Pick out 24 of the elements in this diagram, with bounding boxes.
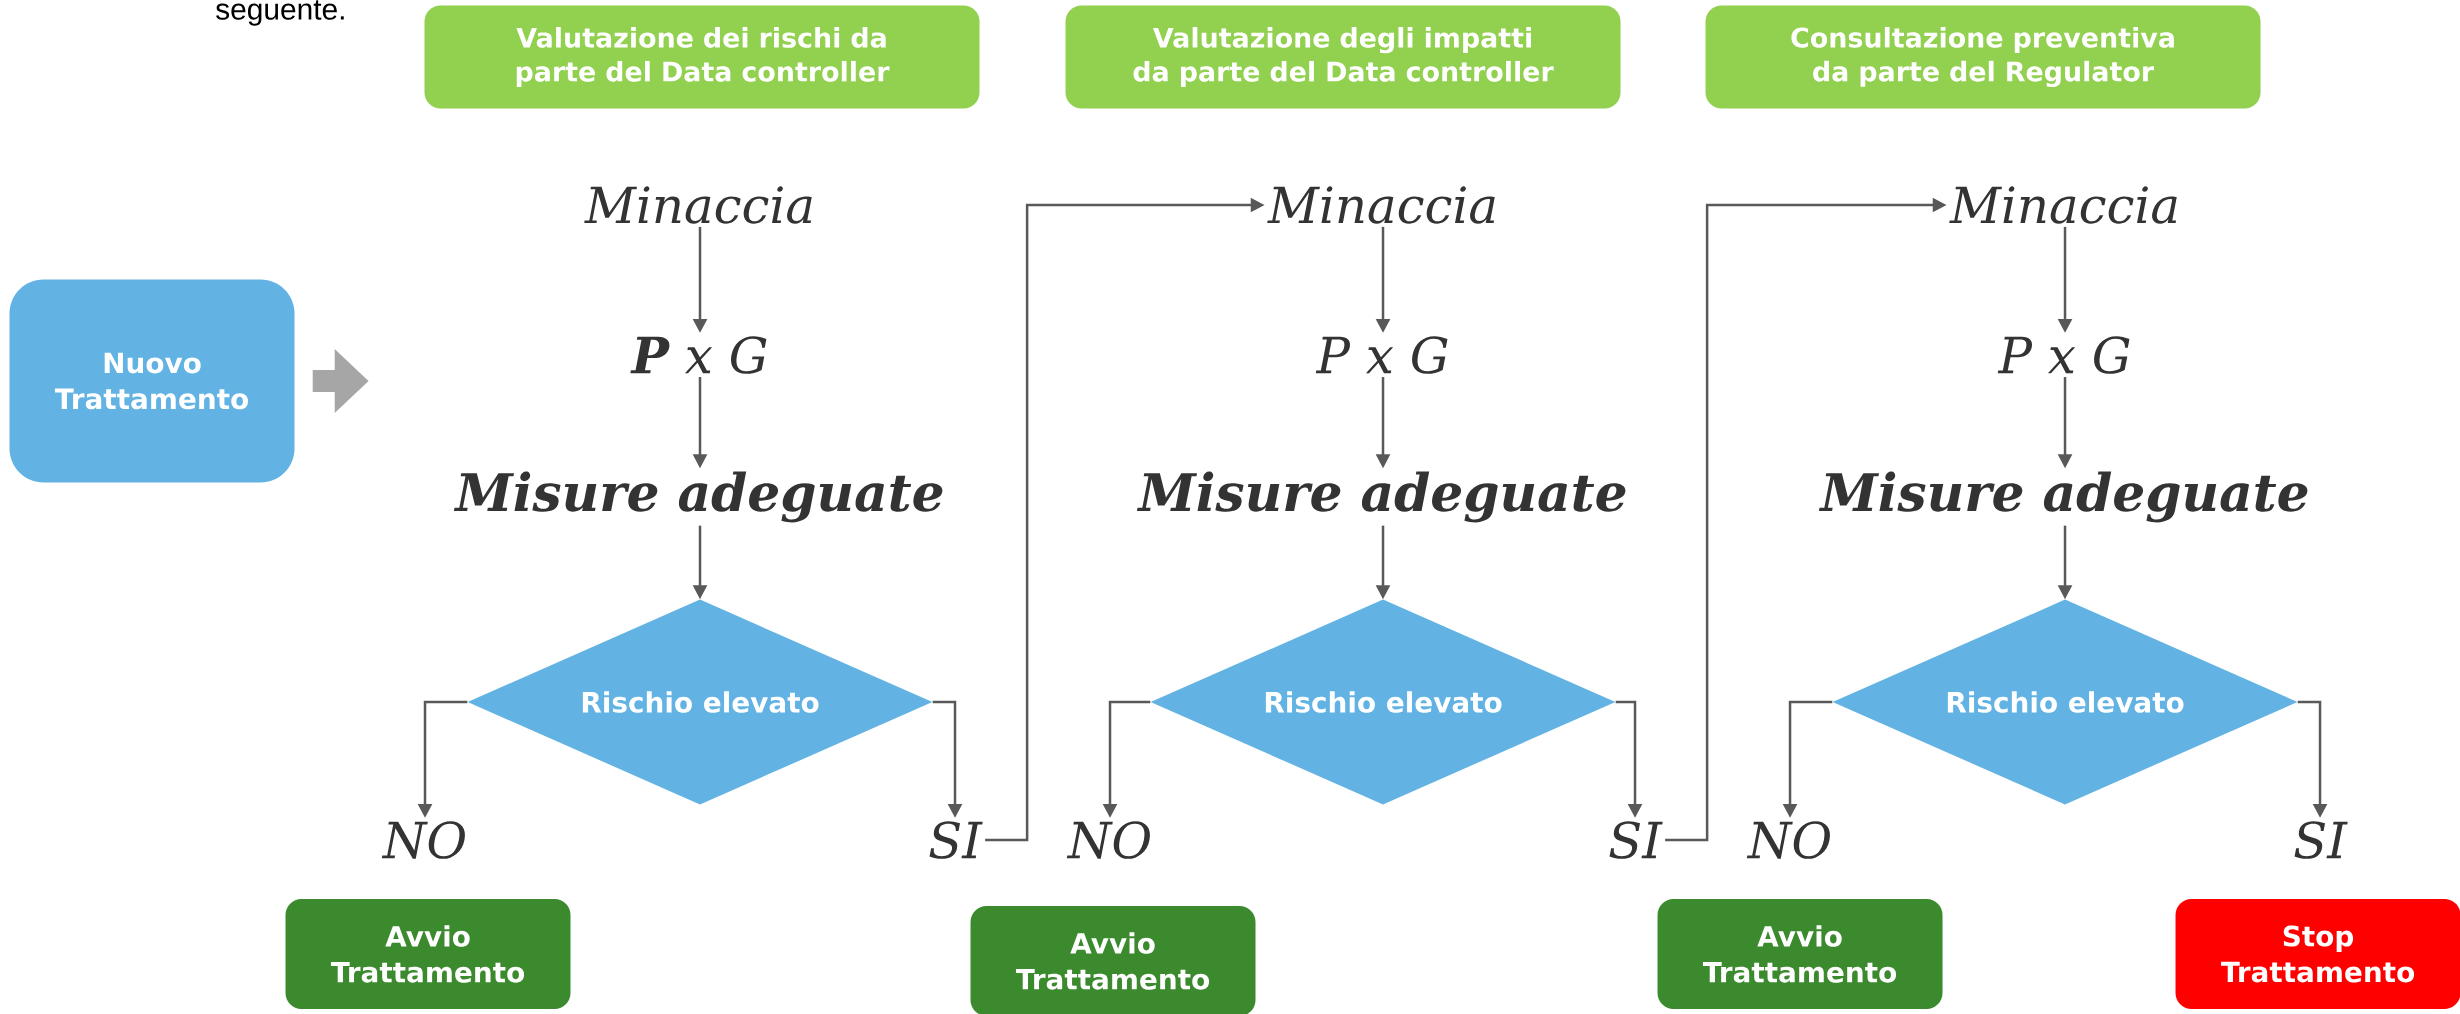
formula-text: P x G	[1315, 336, 1448, 374]
formula-text: Minaccia	[1949, 186, 2177, 224]
note-text: seguente.	[216, 0, 344, 26]
formula-text: SI	[2294, 821, 2348, 859]
phase-header-box: Consultazione preventiva da parte del Regulator	[1705, 5, 2261, 109]
result-box: Avvio Trattamento	[970, 906, 1256, 1014]
start-box: Nuovo Trattamento	[9, 279, 295, 483]
formula-text: SI	[929, 821, 983, 859]
formula-text: NO	[1066, 821, 1150, 859]
formula-text: Misure adeguate	[453, 471, 943, 523]
formula-text: Misure adeguate	[1136, 471, 1626, 523]
formula-text: Minaccia	[1267, 186, 1495, 224]
formula-text: NO	[1746, 821, 1830, 859]
result-box: Avvio Trattamento	[285, 899, 571, 1009]
formula-text: NO	[381, 821, 465, 859]
formula-text: P x G	[630, 336, 767, 374]
result-box: Stop Trattamento	[2175, 899, 2460, 1009]
phase-header-box: Valutazione degli impatti da parte del Data controller	[1065, 5, 1621, 109]
formula-text: P x G	[1997, 336, 2130, 374]
formula-text: SI	[1609, 821, 1663, 859]
phase-header-box: Valutazione dei rischi da parte del Data controller	[424, 5, 980, 109]
formula-text: Minaccia	[584, 186, 812, 224]
result-box: Avvio Trattamento	[1657, 899, 1943, 1009]
formula-text: Misure adeguate	[1818, 471, 2308, 523]
